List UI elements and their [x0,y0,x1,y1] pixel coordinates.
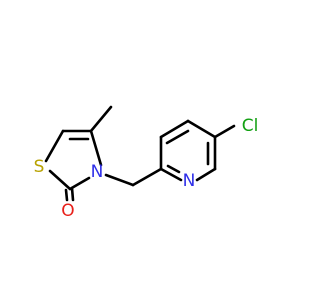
bond-c5p-cl [213,124,236,139]
bond-c4-methyl [89,105,113,133]
bond-c6p-n1p [195,167,217,182]
bond-n3-c2 [68,176,91,191]
bond-n1p-c2p-double [166,164,181,174]
bond-n3-ch2 [104,173,135,187]
molecule-canvas: S N O N Cl [33,105,259,221]
bond-c3p-c4p-double [165,129,190,145]
atom-label-s: S [34,157,45,177]
atom-label-n-pyridine: N [183,171,196,191]
molecule-structure: S N O N Cl [34,105,259,221]
atom-label-o: O [61,201,74,221]
bond-c2-o-double [64,188,69,202]
atom-label-n-thiazolone: N [91,162,104,182]
bond-ch2-pyridine [131,167,163,187]
bond-c4p-c5p [186,119,217,139]
bond-c2-o [70,186,75,202]
bond-n1p-c2p [159,167,183,182]
bond-c3p-c4p [159,119,190,139]
bond-c4-n3 [89,129,103,167]
bond-s-c5 [44,129,65,163]
bond-c2-s [48,169,72,191]
atom-label-cl: Cl [242,116,259,136]
